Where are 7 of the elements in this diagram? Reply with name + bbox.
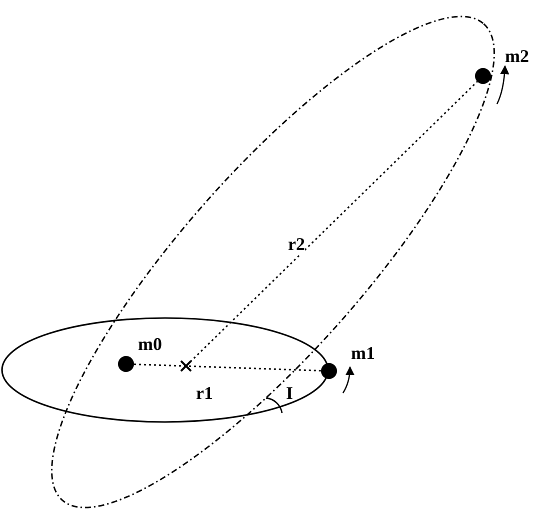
separation-line xyxy=(190,81,478,362)
mass-label: m0 xyxy=(138,334,162,354)
mass-label: m2 xyxy=(505,46,529,66)
angle-label: I xyxy=(286,383,294,403)
mass-label: m1 xyxy=(351,343,375,363)
center-of-mass-cross xyxy=(180,360,192,372)
separation-line xyxy=(134,364,322,372)
